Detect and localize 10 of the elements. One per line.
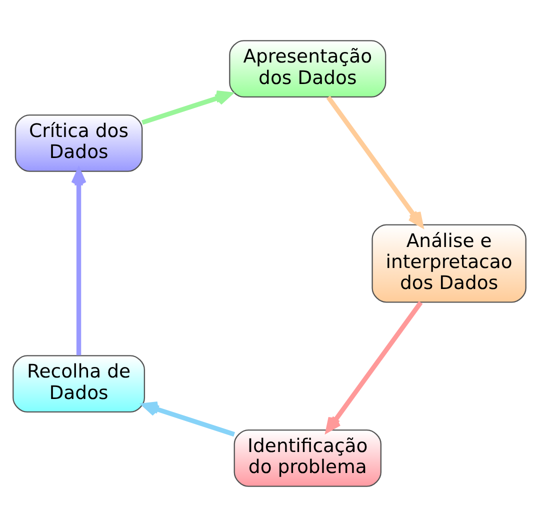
node-box: Identificação do problema	[234, 428, 382, 486]
node-box: Análise e interpretacao dos Dados	[372, 224, 526, 302]
node-box: Crítica dos Dados	[14, 114, 143, 172]
arrow	[71, 168, 86, 355]
arrow	[326, 300, 423, 432]
arrow	[142, 90, 232, 124]
node-box: Apresentação dos Dados	[229, 40, 386, 98]
node-box: Recolha de Dados	[12, 354, 146, 412]
arrow	[326, 95, 424, 227]
arrow	[142, 401, 235, 436]
